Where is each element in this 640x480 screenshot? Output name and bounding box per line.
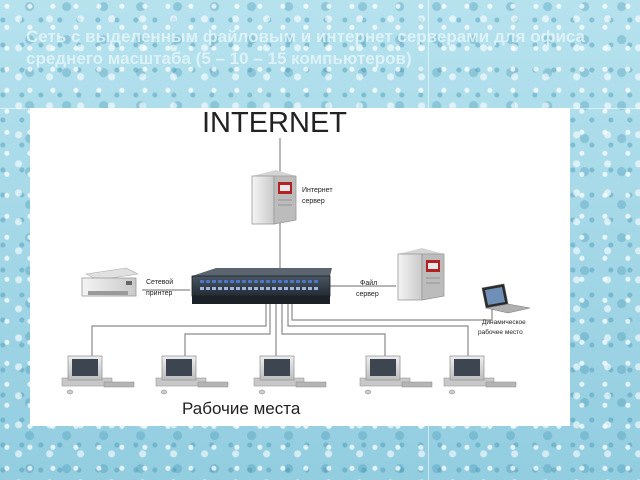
link-workstation-2 xyxy=(184,304,271,358)
workstations-label: Рабочие места xyxy=(182,399,301,418)
workstation-3-icon xyxy=(253,355,327,395)
link-workstation-5 xyxy=(287,304,469,358)
mobile-workstation-label-line2: рабочее место xyxy=(478,328,523,336)
internet-server-icon xyxy=(251,170,297,225)
mobile-workstation-label: Динамическое рабочее место xyxy=(478,319,528,336)
network-switch-icon xyxy=(191,268,332,304)
network-printer-label: Сетевой принтер xyxy=(146,278,175,297)
network-printer-label-line2: принтер xyxy=(146,290,172,297)
file-server-label: Файл сервер xyxy=(356,279,379,298)
network-diagram: INTERNET Интернет сервер Сетевой принтер xyxy=(30,108,570,426)
workstation-2-icon xyxy=(155,355,229,395)
internet-label: INTERNET xyxy=(202,108,347,139)
internet-server-label-line2: сервер xyxy=(302,198,325,205)
network-printer-label-line1: Сетевой xyxy=(146,278,173,286)
laptop-icon xyxy=(481,283,531,314)
mobile-workstation-label-line1: Динамическое xyxy=(482,319,526,326)
workstation-5-icon xyxy=(443,355,517,395)
slide-title: Сеть с выделенным файловым и интернет се… xyxy=(26,27,586,68)
link-mobile-workstation xyxy=(291,304,493,321)
link-workstation-4 xyxy=(281,304,386,358)
file-server-label-line1: Файл xyxy=(360,279,377,287)
workstation-4-icon xyxy=(359,355,433,395)
file-server-icon xyxy=(397,248,445,301)
link-workstation-1 xyxy=(91,304,267,358)
network-diagram-svg: INTERNET Интернет сервер Сетевой принтер xyxy=(61,108,531,418)
file-server-label-line2: сервер xyxy=(356,291,379,298)
internet-server-label: Интернет сервер xyxy=(302,187,335,205)
workstation-1-icon xyxy=(61,355,135,395)
network-printer-icon xyxy=(81,267,139,297)
connection-lines xyxy=(91,138,493,358)
internet-server-label-line1: Интернет xyxy=(302,187,333,194)
